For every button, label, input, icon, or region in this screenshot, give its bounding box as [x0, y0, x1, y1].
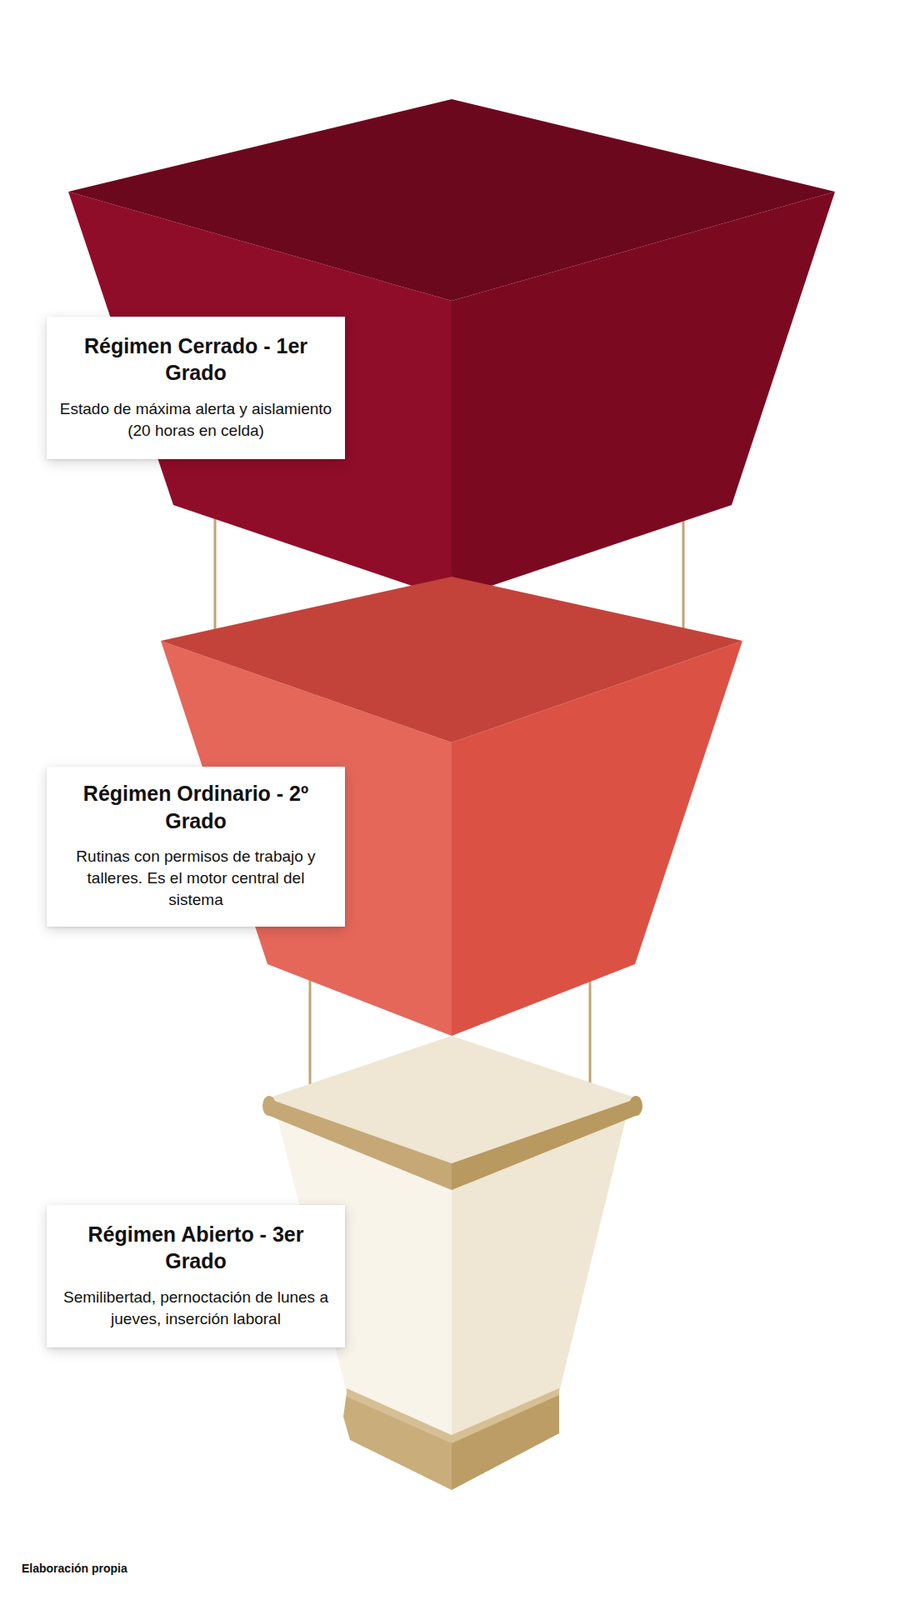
regime-heading: Régimen Abierto - 3er Grado [58, 1220, 334, 1275]
gold-rod [214, 518, 217, 641]
gold-rim-end [262, 1095, 276, 1116]
regime-description: Rutinas con permisos de trabajo y taller… [58, 845, 334, 912]
regime-description: Semilibertad, pernoctación de lunes a ju… [58, 1286, 334, 1330]
block-top [160, 576, 743, 743]
gold-base [343, 1392, 452, 1490]
gold-base [451, 1392, 560, 1490]
source-caption: Elaboración propia [21, 1561, 128, 1575]
regime-heading: Régimen Ordinario - 2º Grado [58, 780, 334, 835]
gold-rim-end [629, 1095, 643, 1116]
regime-heading: Régimen Cerrado - 1er Grado [58, 332, 334, 387]
regime-description: Estado de máxima alerta y aislamiento (2… [58, 398, 334, 442]
block-top [68, 99, 835, 301]
gold-rim [451, 1098, 638, 1190]
regime-card: Régimen Ordinario - 2º GradoRutinas con … [46, 766, 345, 927]
gold-rim [267, 1098, 452, 1190]
gold-rod [309, 975, 312, 1095]
gold-rod [589, 975, 592, 1095]
gold-rod [682, 518, 685, 641]
block-top [267, 1035, 638, 1164]
gold-base-top [346, 1388, 560, 1444]
regime-card: Régimen Cerrado - 1er GradoEstado de máx… [46, 316, 345, 460]
regime-card: Régimen Abierto - 3er GradoSemilibertad,… [46, 1205, 345, 1348]
